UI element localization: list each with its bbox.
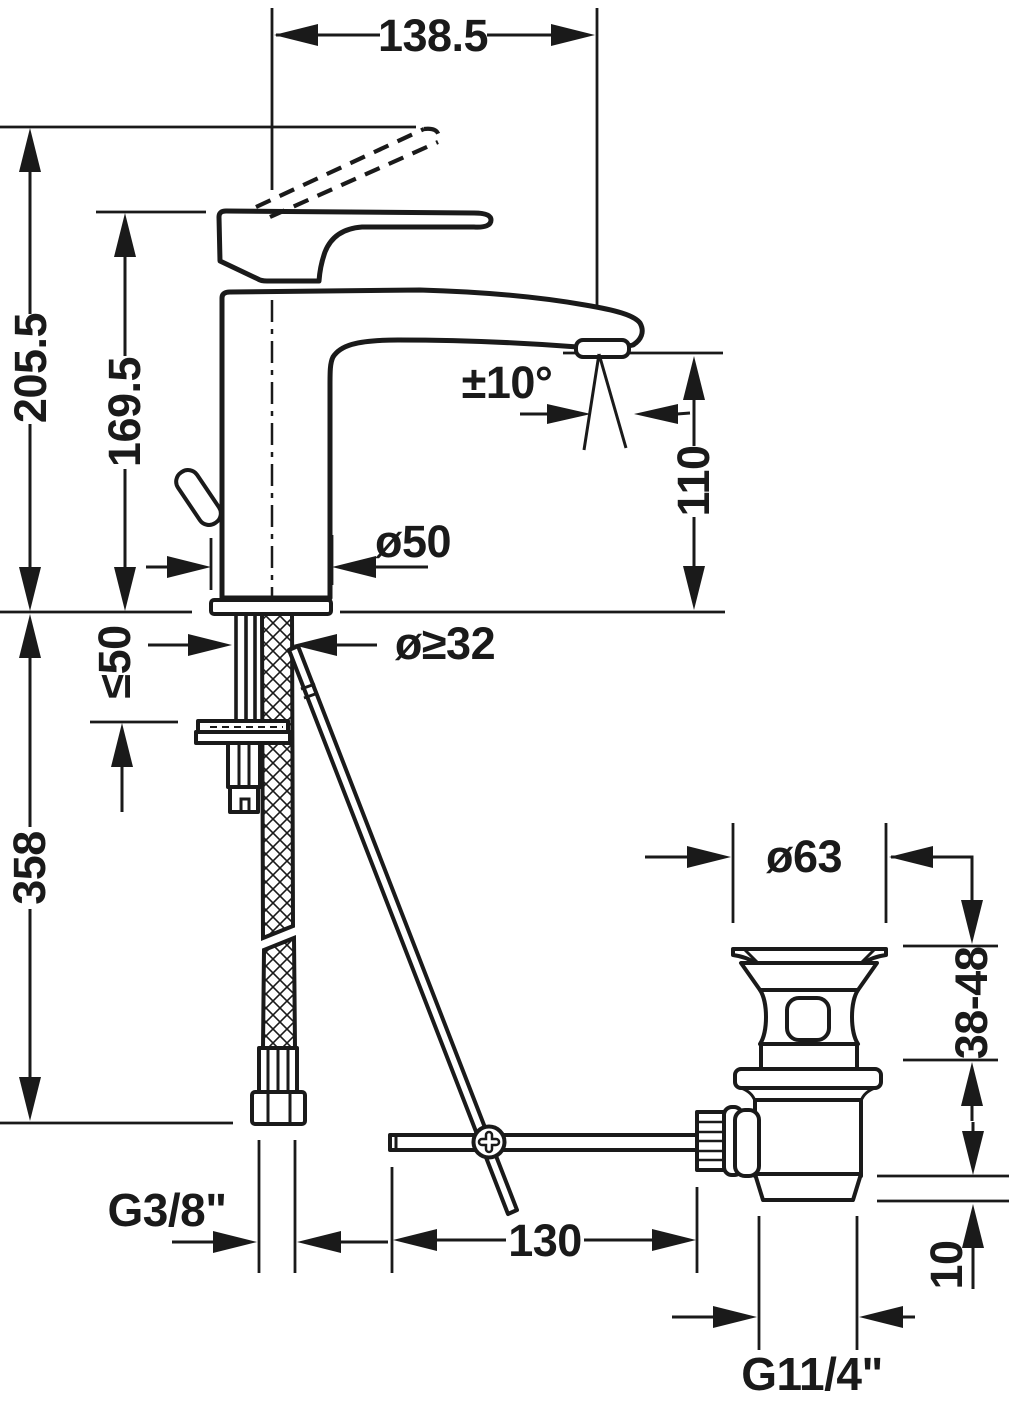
dim-hose-length: 358: [4, 614, 55, 1121]
pop-up-rod-vertical: [287, 644, 519, 1216]
dim-label: 169.5: [99, 357, 150, 467]
dim-label: ±10°: [462, 357, 553, 408]
dim-label: 110: [668, 445, 719, 516]
dim-supply-connection: G3/8": [107, 1140, 388, 1273]
dim-spout-reach: 138.5: [274, 10, 595, 61]
handle-lever: [216, 208, 494, 284]
dim-waste-thread: G11/4": [672, 1216, 915, 1400]
supply-pipes: [234, 614, 257, 721]
rim-chamfer: [743, 948, 759, 964]
pop-up-knob: [174, 468, 223, 527]
supply-hose-upper: [259, 612, 296, 941]
rod-inlet-boss: [733, 1108, 761, 1178]
rod-joint-mark: [303, 691, 319, 700]
waste-lower-band: [759, 1042, 859, 1072]
overflow-slot: [785, 996, 831, 1042]
dim-max-height: 205.5: [5, 128, 56, 611]
below-deck-assembly: [194, 612, 519, 1216]
dim-label: 38-48: [946, 947, 997, 1060]
dim-spout-height: 110: [668, 356, 719, 610]
waste-flange: [733, 1067, 883, 1090]
dim-rod-to-waste-offset: 130: [390, 1167, 699, 1273]
hose-hex-nut: [250, 1090, 307, 1126]
spout-aerator-outlet: [574, 338, 631, 359]
handle-lever-raised: [255, 126, 441, 219]
dim-waste-flange-diameter: ø63: [645, 823, 933, 923]
drain-assembly: [695, 947, 888, 1202]
dim-label: 10: [921, 1240, 972, 1289]
dim-body-height: 169.5: [99, 213, 150, 611]
fixing-nut: [226, 741, 262, 789]
dim-label: 358: [4, 831, 55, 905]
dim-label: G11/4": [741, 1348, 883, 1400]
base-plate: [209, 598, 333, 616]
pop-up-linkage: [388, 1124, 700, 1160]
dim-waste-spigot-length: 10: [877, 1122, 1009, 1290]
dim-label: ≤50: [89, 625, 140, 698]
pivot-cross-hole: [477, 1130, 501, 1154]
supply-hose-lower: [260, 935, 298, 1050]
waste-tailpiece: [753, 1172, 863, 1202]
faucet: [174, 126, 645, 616]
dim-label: 130: [508, 1215, 582, 1266]
waste-cone: [739, 961, 879, 992]
dim-max-deck-thickness: ≤50: [89, 625, 140, 812]
dim-swivel-angle: ±10°: [462, 353, 691, 451]
faucet-body-spout: [219, 287, 645, 601]
fixing-stud-notch: [239, 797, 251, 812]
dim-base-diameter: ø50: [146, 516, 452, 578]
pop-up-rod-horizontal: [388, 1133, 700, 1152]
dim-label: ø50: [375, 516, 451, 567]
dim-label: ø≥32: [395, 618, 495, 669]
dim-label: 138.5: [378, 10, 488, 61]
dim-clamping-range: 38-48: [891, 855, 998, 1121]
knurl-ridges: [698, 1120, 726, 1162]
dim-mounting-hole: ø≥32: [148, 618, 496, 669]
dim-label: ø63: [766, 831, 842, 882]
dim-label: 205.5: [5, 313, 56, 423]
rod-joint-mark: [300, 682, 316, 691]
rim-chamfer: [860, 948, 876, 964]
dim-label: G3/8": [107, 1184, 226, 1236]
waste-main-body: [753, 1098, 863, 1178]
